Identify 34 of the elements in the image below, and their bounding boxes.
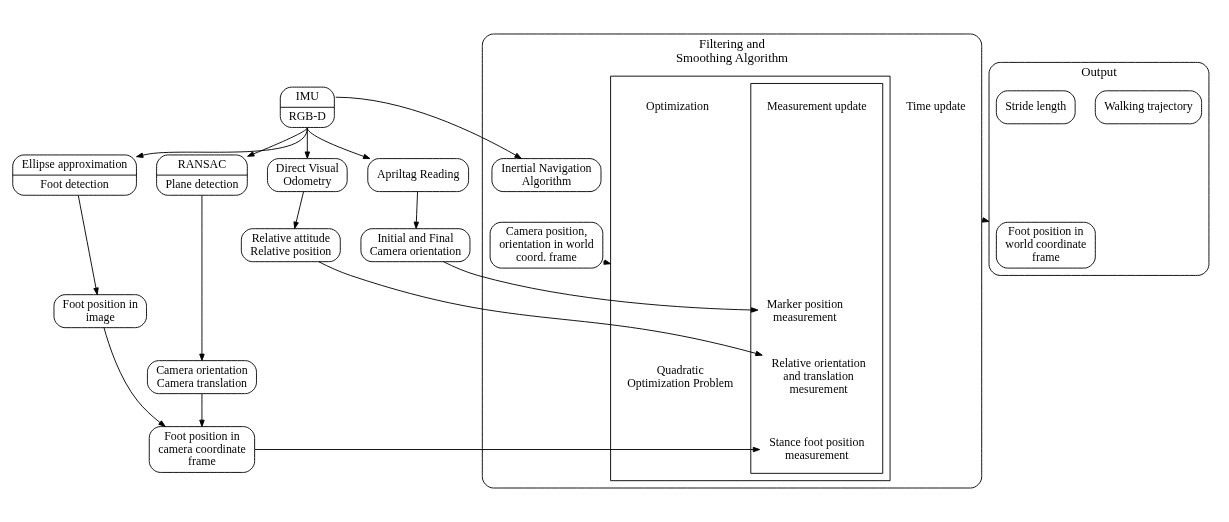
node-box: Camera orientation Camera translation [146,360,257,395]
node-text: Marker position measurement [766,296,844,324]
cluster [610,75,891,482]
node-text: Stance foot position measurement [769,435,865,463]
arrow [304,127,311,159]
arrow [247,127,308,157]
arrow [293,191,304,229]
arrow [443,261,759,313]
node-box: Foot position in world coordinate frame [995,221,1096,269]
arrow [306,127,371,159]
arrow [199,195,205,361]
arrow [413,191,420,229]
node-text: Quadratic Optimization Problem [627,362,734,390]
arrow [136,127,308,158]
arrow [77,195,99,295]
arrow [335,96,522,159]
label: Measurement update [767,99,867,114]
arrow [103,327,166,427]
label: Time update [906,99,966,114]
node-box: Direct Visual Odometry [267,158,348,193]
arrow [318,261,763,357]
node-box: Stride length [995,90,1076,125]
node-box: Foot position in camera coordinate frame [148,426,256,473]
node-box: Inertial Navigation Algorithm [491,158,602,193]
arrow [199,393,205,428]
label: Optimization [646,99,709,114]
node-box: Walking trajectory [1094,90,1203,125]
node-box: Apriltag Reading [367,158,470,193]
arrow [254,446,761,453]
arrow [602,259,612,265]
node-box: Initial and Final Camera orientation [360,228,471,263]
node-box: Foot position in image [53,294,147,329]
node-text: Relative orientation and translation mesurement [771,356,866,397]
node-box: Relative attitude Relative position [240,228,341,263]
